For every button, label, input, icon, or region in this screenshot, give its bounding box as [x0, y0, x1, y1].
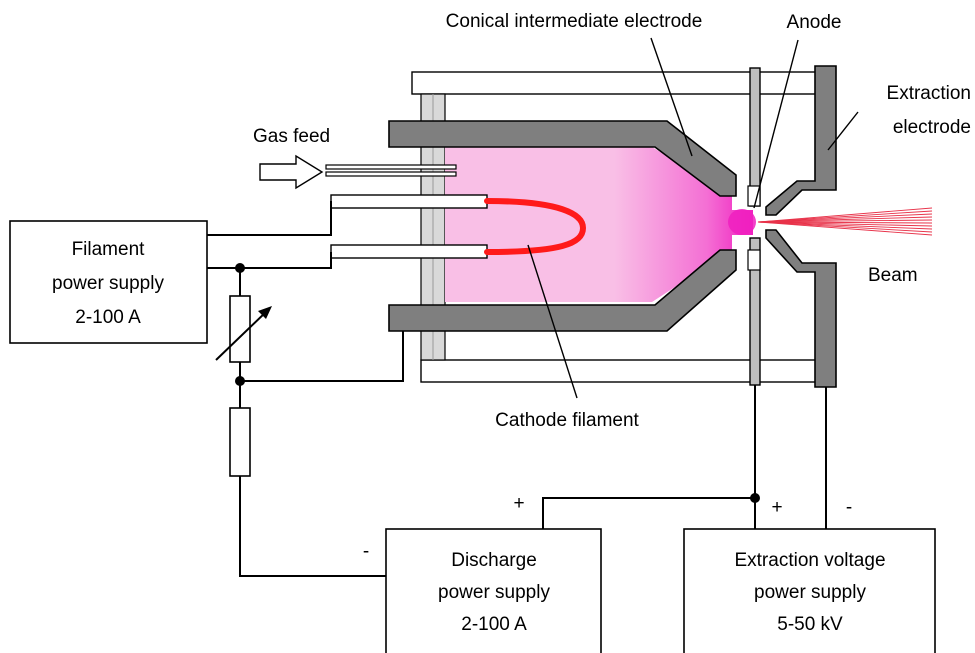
gas-feed-arrow	[259, 154, 324, 190]
extraction-minus-sign: -	[846, 497, 852, 518]
label-beam: Beam	[868, 265, 918, 286]
variable-resistor-arrow	[215, 309, 269, 361]
extraction-electrode-upper	[765, 65, 837, 216]
leader-extraction	[827, 111, 859, 151]
extraction-supply-line3: 5-50 kV	[777, 614, 843, 635]
label-conical-electrode: Conical intermediate electrode	[446, 11, 703, 32]
filament-supply-line3: 2-100 A	[75, 307, 141, 328]
junction-node-lower	[235, 376, 245, 386]
junction-node-anode	[750, 493, 760, 503]
junction-node-upper	[235, 263, 245, 273]
label-extraction-line1: Extraction	[887, 83, 971, 104]
extraction-supply-line1: Extraction voltage	[734, 550, 885, 571]
discharge-plus-sign: +	[513, 493, 524, 514]
cathode-filament	[484, 198, 587, 255]
label-extraction-line2: electrode	[893, 117, 971, 138]
ion-beam	[757, 207, 933, 236]
filament-supply-line1: Filament	[72, 239, 146, 260]
discharge-supply-line2: power supply	[438, 582, 550, 603]
discharge-supply-line3: 2-100 A	[461, 614, 527, 635]
conical-electrode-lower	[388, 249, 737, 332]
extraction-electrode-lower	[765, 229, 837, 388]
filament-power-supply	[9, 220, 208, 344]
discharge-supply-line1: Discharge	[451, 550, 537, 571]
extraction-power-supply	[683, 528, 936, 653]
discharge-power-supply	[385, 528, 602, 653]
leader-anode	[753, 39, 799, 209]
wire-filament-lower	[207, 252, 332, 269]
plasma-core	[728, 209, 756, 235]
filament-supply-line2: power supply	[52, 273, 164, 294]
extraction-plus-sign: +	[771, 497, 782, 518]
wire-filament-upper	[207, 201, 332, 236]
leader-conical-electrode	[650, 37, 693, 157]
housing-bottom-bar	[420, 359, 827, 383]
wire-to-electrode	[240, 331, 404, 382]
extraction-supply-line2: power supply	[754, 582, 866, 603]
filament-rod-lower	[330, 244, 488, 259]
label-cathode-filament: Cathode filament	[495, 410, 639, 431]
label-anode: Anode	[787, 12, 842, 33]
fixed-resistor	[229, 407, 251, 477]
plasma-region	[445, 147, 753, 302]
discharge-minus-sign: -	[363, 541, 369, 562]
label-gas-feed: Gas feed	[253, 126, 330, 147]
conical-electrode-upper	[388, 120, 737, 197]
anode-plate-upper	[749, 67, 761, 207]
leader-cathode	[527, 244, 578, 399]
anode-aperture-upper	[747, 185, 761, 207]
filament-rod-upper	[330, 194, 488, 209]
gas-feed-tube	[325, 164, 457, 170]
wire-discharge-plus	[542, 497, 755, 529]
anode-aperture-lower	[747, 249, 761, 271]
housing-top-bar	[411, 71, 827, 95]
